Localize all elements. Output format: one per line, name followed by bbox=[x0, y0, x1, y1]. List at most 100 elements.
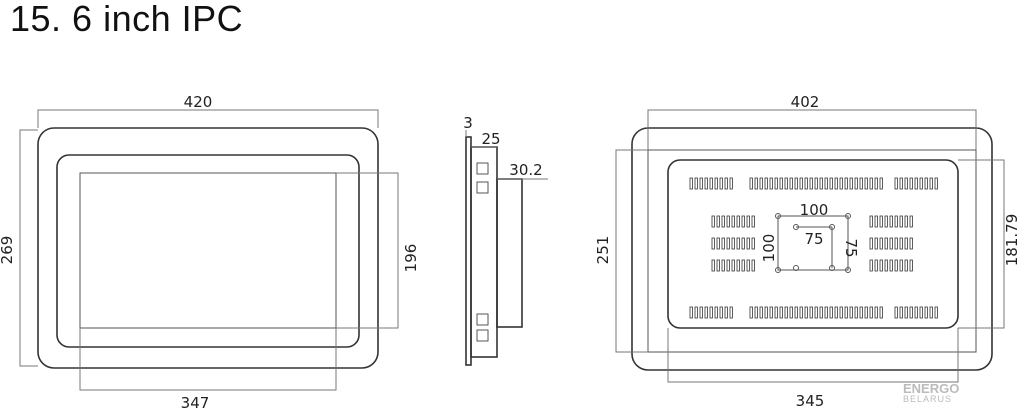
vent-slot bbox=[741, 215, 745, 228]
vent-slot bbox=[764, 306, 768, 319]
vent-slot bbox=[814, 177, 818, 190]
side-back-box bbox=[496, 178, 523, 328]
vent-slot bbox=[899, 215, 903, 228]
vent-slot bbox=[884, 259, 888, 272]
vent-slot bbox=[804, 306, 808, 319]
front-height-label: 269 bbox=[0, 236, 16, 265]
vent-slot bbox=[741, 259, 745, 272]
vent-slot bbox=[759, 306, 763, 319]
vent-slot bbox=[769, 306, 773, 319]
vent-slot bbox=[731, 237, 735, 250]
vent-slot bbox=[714, 306, 718, 319]
vent-slot bbox=[711, 237, 715, 250]
vent-slot bbox=[904, 306, 908, 319]
vent-slot bbox=[899, 306, 903, 319]
vent-slot bbox=[879, 177, 883, 190]
vesa-hole-2 bbox=[845, 213, 851, 219]
rear-width-dim-line bbox=[647, 109, 977, 150]
vent-slot bbox=[879, 215, 883, 228]
vent-slot bbox=[736, 259, 740, 272]
vent-slot bbox=[854, 306, 858, 319]
vent-slot bbox=[869, 215, 873, 228]
vent-slot bbox=[741, 237, 745, 250]
vent-slot bbox=[909, 259, 913, 272]
vent-slot bbox=[704, 306, 708, 319]
rear-vents bbox=[689, 177, 938, 319]
vent-slot bbox=[731, 259, 735, 272]
side-depth-label: 30.2 bbox=[509, 161, 542, 179]
vent-slot bbox=[899, 237, 903, 250]
vent-slot bbox=[894, 177, 898, 190]
vent-slot bbox=[924, 177, 928, 190]
vent-slot bbox=[726, 259, 730, 272]
vent-slot bbox=[904, 237, 908, 250]
rear-height-label: 251 bbox=[594, 236, 612, 265]
vent-slot bbox=[869, 237, 873, 250]
vent-slot bbox=[749, 177, 753, 190]
vent-slot bbox=[721, 215, 725, 228]
vent-slot bbox=[934, 177, 938, 190]
vent-slot bbox=[751, 259, 755, 272]
rear-outer bbox=[631, 127, 993, 371]
side-port-1 bbox=[476, 162, 489, 175]
vent-slot bbox=[784, 177, 788, 190]
vent-slot bbox=[711, 215, 715, 228]
vent-slot bbox=[874, 237, 878, 250]
vent-slot bbox=[794, 177, 798, 190]
vent-slot bbox=[874, 259, 878, 272]
vent-slot bbox=[884, 237, 888, 250]
page-title: 15. 6 inch IPC bbox=[10, 0, 244, 39]
vent-slot bbox=[749, 306, 753, 319]
vent-slot bbox=[736, 237, 740, 250]
vesa-hole-3 bbox=[775, 267, 781, 273]
rear-view: 100 100 75 75 402 251 181.79 345 bbox=[594, 93, 1021, 409]
vent-slot bbox=[904, 215, 908, 228]
vent-slot bbox=[746, 215, 750, 228]
vent-slot bbox=[736, 215, 740, 228]
vent-slot bbox=[689, 177, 693, 190]
vent-slot bbox=[829, 177, 833, 190]
vent-slot bbox=[754, 177, 758, 190]
front-screen-width-dim-line bbox=[79, 328, 337, 391]
vent-slot bbox=[899, 177, 903, 190]
side-port-4 bbox=[476, 329, 489, 342]
side-port-2 bbox=[476, 181, 489, 194]
vent-slot bbox=[894, 237, 898, 250]
vent-slot bbox=[716, 259, 720, 272]
vent-slot bbox=[726, 215, 730, 228]
vent-slot bbox=[909, 177, 913, 190]
vent-slot bbox=[716, 215, 720, 228]
vent-slot bbox=[879, 259, 883, 272]
vent-slot bbox=[721, 237, 725, 250]
side-port-3 bbox=[476, 313, 489, 326]
vent-slot bbox=[754, 306, 758, 319]
vent-slot bbox=[709, 306, 713, 319]
vent-slot bbox=[909, 237, 913, 250]
front-view: 420 269 196 347 bbox=[0, 93, 420, 409]
logo-line-1: ENERGO bbox=[903, 381, 960, 396]
vent-slot bbox=[729, 306, 733, 319]
front-screen-height-dim-line bbox=[336, 172, 399, 329]
vent-slot bbox=[844, 306, 848, 319]
vent-slot bbox=[819, 177, 823, 190]
energo-belarus-logo: ENERGO BELARUS bbox=[903, 381, 960, 405]
vesa-hole-7 bbox=[793, 265, 799, 271]
front-width-label: 420 bbox=[184, 93, 213, 111]
vent-slot bbox=[874, 306, 878, 319]
vent-slot bbox=[894, 259, 898, 272]
vent-slot bbox=[869, 306, 873, 319]
rear-inner-height-label: 181.79 bbox=[1003, 214, 1021, 267]
vent-slot bbox=[699, 177, 703, 190]
vent-slot bbox=[854, 177, 858, 190]
vent-slot bbox=[779, 177, 783, 190]
vent-slot bbox=[731, 215, 735, 228]
vent-slot bbox=[919, 306, 923, 319]
vent-slot bbox=[799, 306, 803, 319]
vent-slot bbox=[834, 177, 838, 190]
vent-slot bbox=[849, 177, 853, 190]
vent-slot bbox=[874, 215, 878, 228]
vent-slot bbox=[724, 306, 728, 319]
front-outer-bezel bbox=[37, 127, 379, 369]
vesa-hole-1 bbox=[775, 213, 781, 219]
